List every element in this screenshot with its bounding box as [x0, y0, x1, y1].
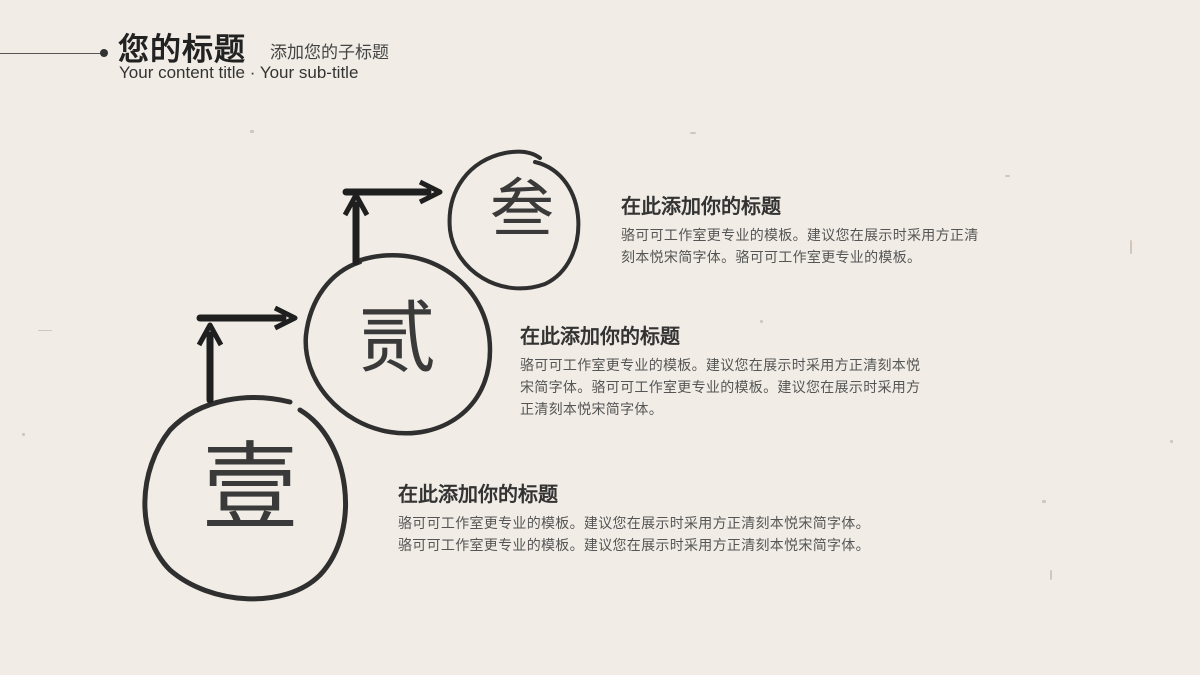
- header-rule: [0, 53, 102, 54]
- step-2-body-line: 正清刻本悦宋简字体。: [520, 402, 663, 418]
- step-2-heading: 在此添加你的标题: [520, 324, 680, 348]
- paper-fleck: [1005, 175, 1010, 177]
- page-subtitle-english: Your content title · Your sub-title: [119, 63, 359, 82]
- paper-fleck: [250, 130, 254, 133]
- paper-fleck: [38, 330, 52, 331]
- paper-fleck: [1170, 440, 1173, 443]
- step-3-body-line: 骆可可工作室更专业的模板。建议您在展示时采用方正清: [621, 228, 979, 244]
- paper-fleck: [690, 132, 696, 134]
- paper-fleck: [760, 320, 763, 323]
- step-3-heading: 在此添加你的标题: [621, 194, 781, 218]
- paper-fleck: [1130, 240, 1132, 254]
- step-3-text-block: 在此添加你的标题 骆可可工作室更专业的模板。建议您在展示时采用方正清 刻本悦宋简…: [621, 190, 1081, 269]
- step-2-body-line: 骆可可工作室更专业的模板。建议您在展示时采用方正清刻本悦: [520, 358, 921, 374]
- paper-fleck: [1042, 500, 1046, 503]
- ink-circle-1: [142, 395, 349, 602]
- step-1-numeral: 壹: [202, 432, 298, 544]
- step-1-body-line: 骆可可工作室更专业的模板。建议您在展示时采用方正清刻本悦宋简字体。: [398, 516, 870, 532]
- step-2-body-line: 宋简字体。骆可可工作室更专业的模板。建议您在展示时采用方: [520, 380, 921, 396]
- page-title: 您的标题: [118, 32, 246, 68]
- step-1-body: 骆可可工作室更专业的模板。建议您在展示时采用方正清刻本悦宋简字体。 骆可可工作室…: [398, 513, 1018, 557]
- step-2-body: 骆可可工作室更专业的模板。建议您在展示时采用方正清刻本悦 宋简字体。骆可可工作室…: [520, 355, 1040, 421]
- step-1-text-block: 在此添加你的标题 骆可可工作室更专业的模板。建议您在展示时采用方正清刻本悦宋简字…: [398, 478, 1018, 557]
- ink-circle-3: [447, 149, 581, 291]
- ink-circle-2: [303, 252, 493, 436]
- step-2-text-block: 在此添加你的标题 骆可可工作室更专业的模板。建议您在展示时采用方正清刻本悦 宋简…: [520, 320, 1040, 421]
- header-bullet: [100, 49, 108, 57]
- step-3-numeral: 叁: [490, 173, 554, 247]
- step-3-body-line: 刻本悦宋简字体。骆可可工作室更专业的模板。: [621, 250, 922, 266]
- ink-arrow-2-to-3: [342, 179, 443, 266]
- step-2-numeral: 贰: [357, 294, 436, 384]
- paper-fleck: [22, 433, 25, 436]
- paper-fleck: [1050, 570, 1052, 580]
- ink-arrow-1-to-2: [196, 305, 298, 404]
- step-1-heading: 在此添加你的标题: [398, 482, 558, 506]
- step-1-body-line: 骆可可工作室更专业的模板。建议您在展示时采用方正清刻本悦宋简字体。: [398, 538, 870, 554]
- page-subtitle: 添加您的子标题: [270, 43, 389, 63]
- step-3-body: 骆可可工作室更专业的模板。建议您在展示时采用方正清 刻本悦宋简字体。骆可可工作室…: [621, 225, 1081, 269]
